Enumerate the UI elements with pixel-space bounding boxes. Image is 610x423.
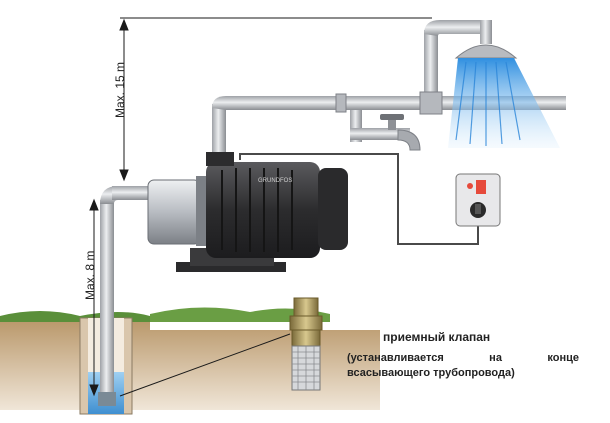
- faucet-icon: [350, 110, 421, 151]
- max-depth-label: Max. 8 m: [83, 250, 97, 300]
- foot-valve-title: приемный клапан: [383, 330, 491, 344]
- ground: [0, 307, 380, 410]
- power-cable: [239, 153, 479, 245]
- foot-valve-icon: [289, 297, 323, 391]
- pump-icon: GRUNDFOS: [147, 152, 348, 272]
- height-dimension: [119, 17, 432, 182]
- depth-dimension: [89, 198, 99, 397]
- pump-brand-label: GRUNDFOS: [258, 178, 292, 184]
- shower-head-icon: [448, 20, 560, 148]
- foot-valve-note-line1: (устанавливается на конце: [347, 352, 579, 364]
- max-height-label: Max. 15 m: [113, 61, 127, 118]
- water-spray: [448, 58, 560, 148]
- foot-valve-pointer: [119, 333, 291, 397]
- power-switch-icon: [455, 173, 501, 227]
- foot-valve-note-line2: всасывающего трубопровода): [347, 367, 515, 379]
- suction-pipe: [98, 186, 152, 406]
